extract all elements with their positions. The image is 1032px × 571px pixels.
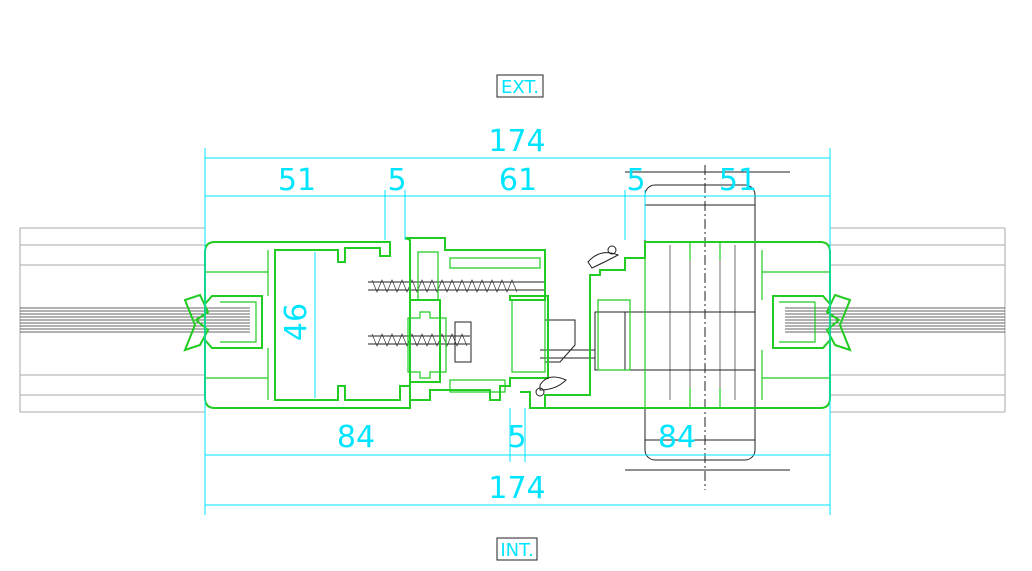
center-sash-profile (404, 237, 549, 401)
gasket-seals (535, 245, 620, 397)
dim-height: 46 (279, 303, 314, 341)
glass-right (785, 227, 1006, 413)
dim-top-right: 51 (719, 163, 757, 198)
left-frame-profile (204, 241, 411, 409)
screw-lower (368, 321, 472, 363)
dim-top-gap-right: 5 (626, 163, 645, 198)
dim-bottom-total: 174 (488, 471, 545, 506)
dim-top-total: 174 (488, 124, 545, 159)
dim-top-left: 51 (278, 163, 316, 198)
interior-label: INT. (500, 540, 533, 561)
right-sash-profile (520, 241, 831, 409)
dimension-lines (204, 148, 831, 515)
dim-bottom-right: 84 (658, 420, 696, 455)
dim-top-center: 61 (499, 163, 537, 198)
left-glazing-bead (183, 293, 263, 352)
exterior-label-box: EXT. (496, 74, 544, 98)
interior-label-box: INT. (496, 537, 538, 561)
right-glazing-bead (772, 293, 852, 352)
exterior-label: EXT. (501, 77, 539, 98)
dim-bottom-gap: 5 (507, 420, 526, 455)
screw-upper (368, 279, 545, 293)
dim-bottom-left: 84 (337, 420, 375, 455)
dim-top-gap-left: 5 (387, 163, 406, 198)
glass-left (19, 227, 250, 413)
